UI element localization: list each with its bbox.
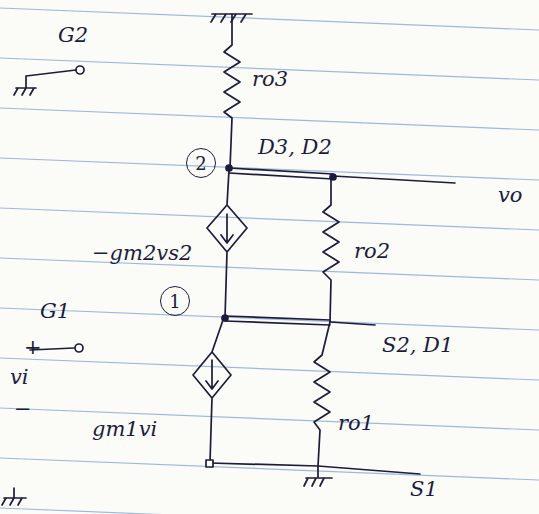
terminal [75, 344, 83, 352]
ground-symbol [2, 488, 26, 505]
resistor-symbol [323, 177, 339, 322]
source-label: gm1vi [92, 418, 157, 441]
resistor-symbol [224, 14, 240, 168]
node-number: 2 [195, 153, 206, 174]
resistor-symbol [314, 322, 330, 466]
source-label: −gm2vs2 [92, 242, 192, 265]
polarity-sign: − [14, 398, 32, 421]
resistor-label: ro3 [252, 68, 288, 91]
node-number-circle: 1 [160, 286, 190, 316]
pin-name: S1 [410, 478, 438, 501]
node-number-circle: 2 [186, 148, 216, 178]
ground-symbol [304, 466, 332, 486]
signal-name: vo [498, 184, 523, 207]
terminal [206, 460, 213, 467]
pin-name: G2 [58, 24, 88, 47]
node-number: 1 [169, 291, 180, 312]
pin-name: S2, D1 [382, 334, 453, 357]
terminal [76, 66, 84, 74]
pin-name: G1 [40, 300, 70, 323]
polarity-sign: + [24, 336, 42, 359]
ground-symbol [14, 70, 76, 95]
resistor-label: ro2 [354, 240, 390, 263]
wire [225, 316, 375, 325]
paper-lines [0, 8, 539, 514]
resistor-label: ro1 [338, 412, 374, 435]
signal-name: vi [10, 366, 29, 389]
wire [229, 168, 455, 183]
dependent-source [193, 320, 231, 462]
wire [210, 463, 420, 474]
dependent-source [207, 170, 247, 318]
pin-name: D3, D2 [258, 136, 332, 159]
